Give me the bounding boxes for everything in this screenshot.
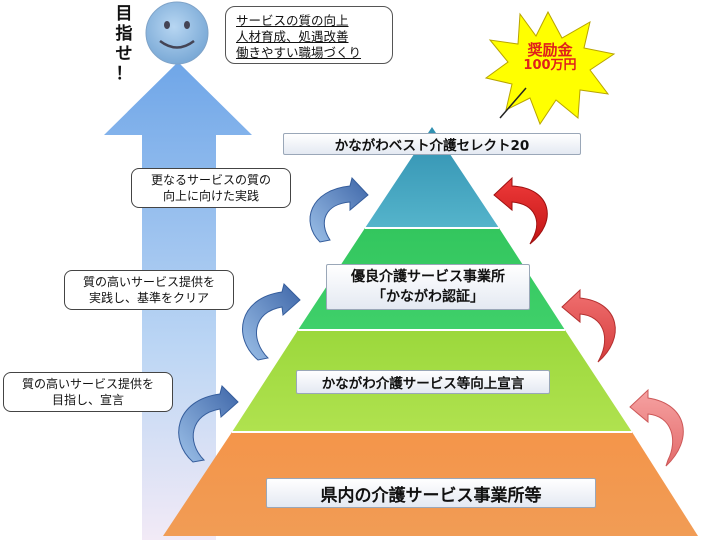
pyramid-tier-top	[365, 127, 499, 228]
tier-label-base-text: 県内の介護サービス事業所等	[320, 485, 542, 506]
step-callout-top-line-2: 向上に向けた実践	[162, 189, 259, 203]
tier-label-3-text: かながわ介護サービス等向上宣言	[321, 376, 525, 392]
left-curved-arrow-top	[309, 176, 369, 243]
step-callout-top-line-1: 更なるサービスの質の	[150, 173, 271, 187]
step-callout-low-line-1: 質の高いサービス提供を	[21, 377, 154, 391]
tier-label-top-text: かながわベスト介護セレクト20	[334, 138, 530, 154]
aim-char-1: 目	[115, 4, 133, 24]
right-curved-arrow-mid	[561, 288, 616, 363]
step-callout-low-line-2: 目指し、宣言	[51, 393, 124, 407]
tier-label-base: 県内の介護サービス事業所等	[266, 478, 596, 508]
step-callout-mid: 質の高いサービス提供を 実践し、基準をクリア	[64, 270, 234, 310]
step-callout-mid-line-2: 実践し、基準をクリア	[88, 291, 209, 305]
left-curved-arrow-mid	[242, 283, 301, 361]
goal-line-2: 人材育成、処遇改善	[236, 29, 349, 44]
award-line-1: 奨励金	[527, 41, 573, 59]
award-text: 奨励金 100万円	[500, 42, 600, 74]
smiley-face-icon	[145, 1, 209, 65]
tier-label-2-line-2: 「かながわ認証」	[372, 289, 484, 305]
award-starburst	[484, 10, 616, 126]
right-curved-arrow-top	[493, 176, 548, 245]
goal-callout: サービスの質の向上 人材育成、処遇改善 働きやすい職場づくり	[225, 6, 393, 64]
goal-line-3: 働きやすい職場づくり	[236, 45, 362, 60]
award-line-2: 100万円	[523, 58, 577, 73]
right-curved-arrow-low	[629, 388, 684, 467]
step-callout-low: 質の高いサービス提供を 目指し、宣言	[3, 372, 173, 412]
step-callout-mid-line-1: 質の高いサービス提供を	[82, 275, 215, 289]
aim-char-4: ！	[115, 64, 133, 84]
aim-char-2: 指	[115, 24, 133, 44]
tier-label-top: かながわベスト介護セレクト20	[283, 133, 581, 155]
aim-char-3: せ	[115, 44, 133, 64]
tier-label-2-line-1: 優良介護サービス事業所	[351, 269, 505, 285]
aim-vertical-text: 目 指 せ ！	[111, 4, 137, 84]
left-curved-arrow-low	[178, 385, 239, 463]
step-callout-top: 更なるサービスの質の 向上に向けた実践	[131, 168, 291, 208]
tier-label-3: かながわ介護サービス等向上宣言	[296, 370, 550, 394]
tier-label-2: 優良介護サービス事業所 「かながわ認証」	[326, 264, 530, 310]
award-pointer-line	[499, 87, 527, 119]
goal-line-1: サービスの質の向上	[236, 13, 349, 28]
